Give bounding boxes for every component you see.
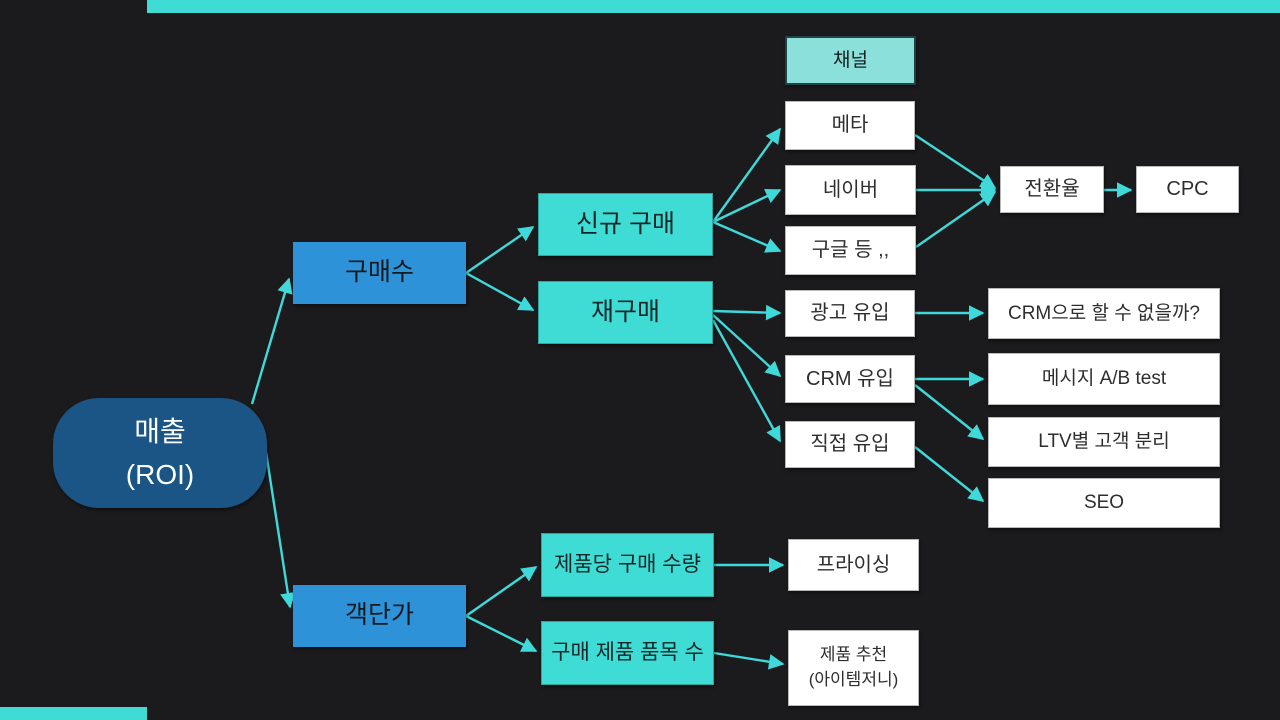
node-ltv-segmentation-label: LTV별 고객 분리: [1038, 431, 1170, 453]
node-crm-inflow: CRM 유입: [785, 355, 915, 403]
node-direct-inflow: 직접 유입: [785, 421, 915, 468]
node-new-purchase-label: 신규 구매: [576, 209, 675, 238]
node-ad-inflow-label: 광고 유입: [810, 302, 890, 324]
node-qty-per-product: 제품당 구매 수량: [541, 533, 714, 597]
node-seo-label: SEO: [1083, 492, 1125, 514]
node-revenue-roi-line1: 매출: [134, 415, 186, 447]
node-direct-inflow-label: 직접 유입: [810, 433, 890, 455]
node-conversion-rate: 전환율: [1000, 166, 1104, 213]
node-message-ab-test-label: 메시지 A/B test: [1041, 368, 1167, 390]
node-google-etc-label: 구글 등 ,,: [811, 239, 890, 261]
node-crm-inflow-label: CRM 유입: [806, 367, 894, 390]
node-seo: SEO: [988, 478, 1220, 528]
node-items-per-purchase: 구매 제품 품목 수: [541, 621, 714, 685]
node-revenue-roi: 매출 (ROI): [53, 398, 267, 508]
node-pricing: 프라이싱: [788, 539, 919, 591]
top-accent-bar: [147, 0, 1280, 13]
node-repurchase: 재구매: [538, 281, 713, 344]
node-meta-label: 메타: [831, 114, 869, 136]
node-conversion-rate-label: 전환율: [1024, 178, 1080, 200]
node-ad-inflow: 광고 유입: [785, 290, 915, 337]
node-avg-order-value-label: 객단가: [344, 601, 414, 630]
node-product-recommendation-line1: 제품 추천: [819, 645, 888, 665]
bottom-accent-bar: [0, 707, 147, 720]
node-channel-header: 채널: [785, 36, 916, 85]
node-naver-label: 네이버: [822, 178, 879, 201]
node-qty-per-product-label: 제품당 구매 수량: [554, 552, 701, 576]
node-cpc-label: CPC: [1166, 178, 1209, 200]
node-repurchase-label: 재구매: [590, 297, 660, 326]
node-purchase-count-label: 구매수: [344, 258, 414, 287]
node-google-etc: 구글 등 ,,: [785, 226, 916, 275]
node-purchase-count: 구매수: [293, 242, 466, 304]
node-naver: 네이버: [785, 165, 916, 215]
node-cpc: CPC: [1136, 166, 1239, 213]
node-avg-order-value: 객단가: [293, 585, 466, 647]
node-pricing-label: 프라이싱: [816, 553, 891, 576]
node-ltv-segmentation: LTV별 고객 분리: [988, 417, 1220, 467]
node-crm-question: CRM으로 할 수 없을까?: [988, 288, 1220, 339]
node-product-recommendation-line2: (아이템저니): [808, 670, 899, 689]
node-message-ab-test: 메시지 A/B test: [988, 353, 1220, 405]
node-meta: 메타: [785, 101, 915, 150]
node-new-purchase: 신규 구매: [538, 193, 713, 256]
node-channel-header-label: 채널: [833, 49, 868, 71]
node-crm-question-label: CRM으로 할 수 없을까?: [1007, 302, 1201, 324]
node-items-per-purchase-label: 구매 제품 품목 수: [551, 640, 704, 664]
node-product-recommendation: 제품 추천 (아이템저니): [788, 630, 919, 706]
node-revenue-roi-line2: (ROI): [125, 459, 195, 490]
